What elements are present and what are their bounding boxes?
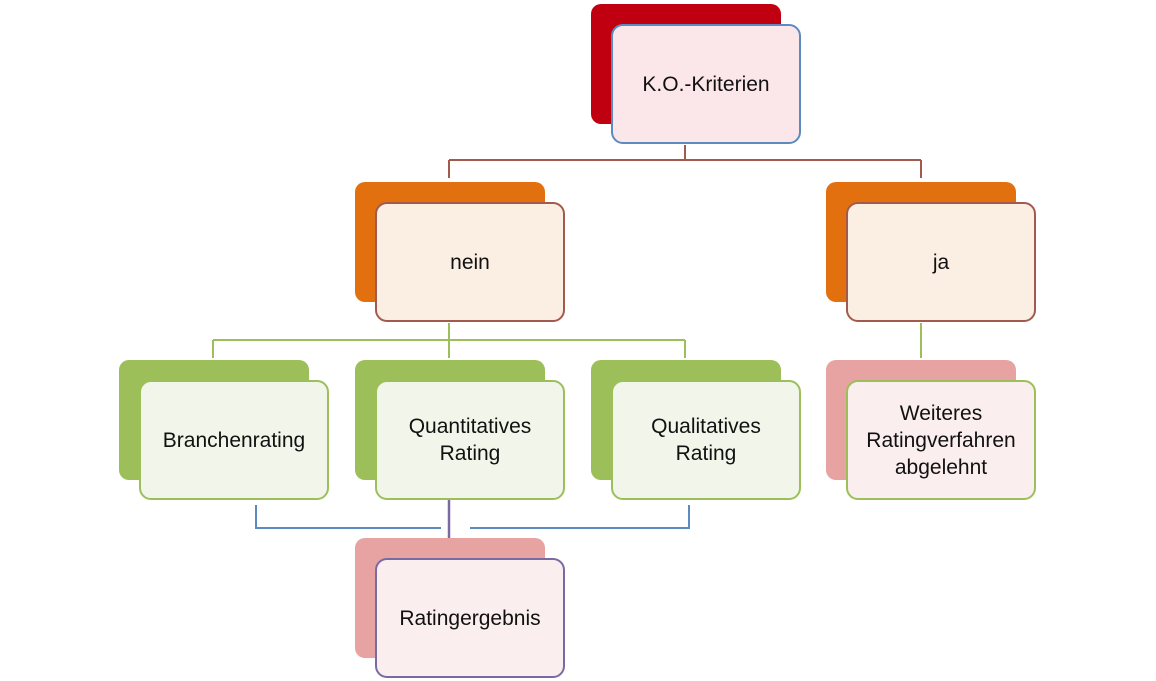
connector-nein-criteria: [212, 323, 686, 358]
node-ratingergebnis-box: Ratingergebnis: [375, 558, 565, 678]
node-nein-label: nein: [450, 250, 490, 274]
node-rejected-label: Weiteres Ratingverfahren abgelehnt: [866, 401, 1016, 479]
node-qualitatives-rating-box: Qualitatives Rating: [611, 380, 801, 500]
node-qualitatives-rating-label: Qualitatives Rating: [651, 415, 761, 465]
node-ja-box: ja: [846, 202, 1036, 322]
node-branchenrating-label: Branchenrating: [162, 428, 306, 452]
node-quantitatives-rating-box: Quantitatives Rating: [375, 380, 565, 500]
node-rejected-box: Weiteres Ratingverfahren abgelehnt: [846, 380, 1036, 500]
node-ko-criteria-box: K.O.-Kriterien: [611, 24, 801, 144]
connector-criteria-result-left: [255, 505, 441, 529]
node-ratingergebnis-label: Ratingergebnis: [399, 606, 541, 630]
node-branchenrating-box: Branchenrating: [139, 380, 329, 500]
connector-root-branches: [448, 145, 922, 178]
node-nein-box: nein: [375, 202, 565, 322]
node-quantitatives-rating-label: Quantitatives Rating: [408, 415, 532, 465]
connector-criteria-result-right: [470, 505, 690, 529]
node-ko-criteria-label: K.O.-Kriterien: [642, 72, 770, 96]
node-ja-label: ja: [932, 250, 950, 274]
